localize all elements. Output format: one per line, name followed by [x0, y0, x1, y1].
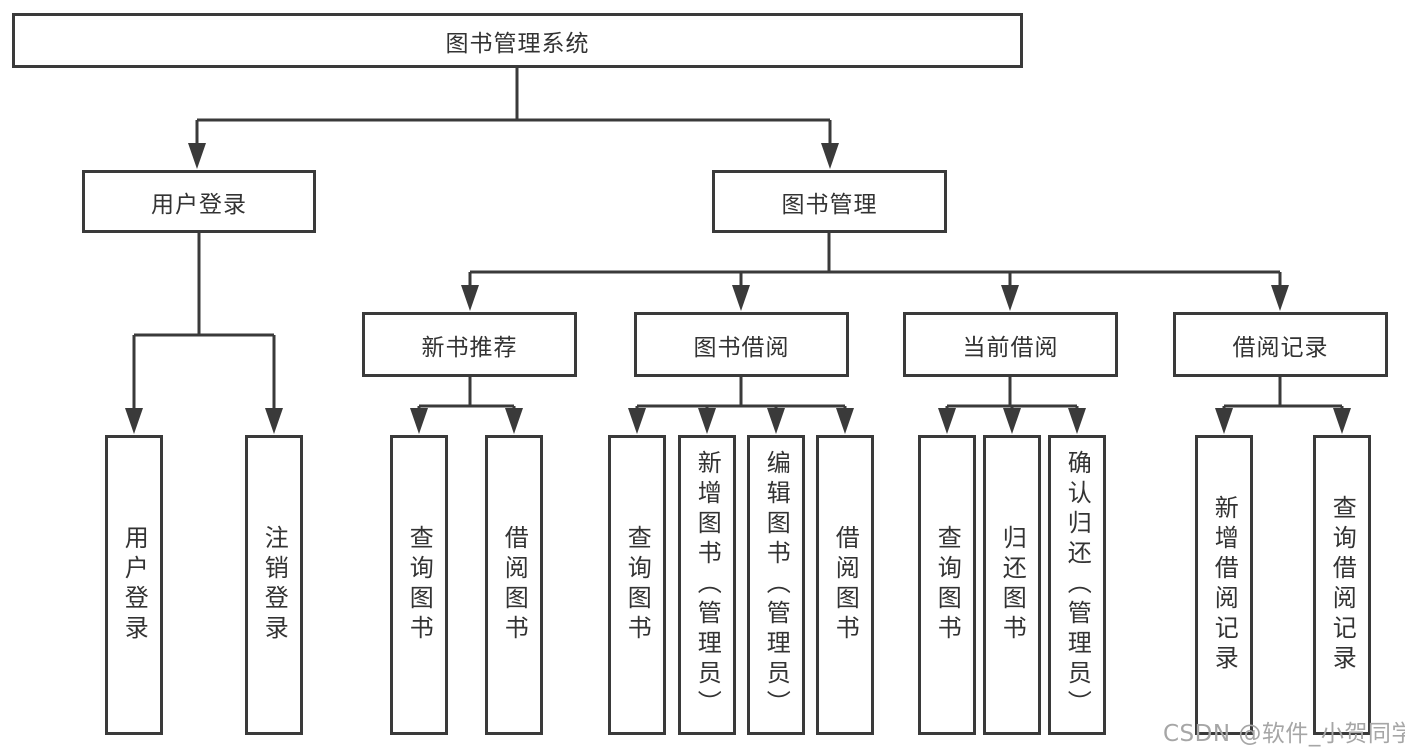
node-root: 图书管理系统: [12, 13, 1023, 68]
leaf-add-books-admin: 新增图书（管理员）: [678, 435, 736, 735]
connector-new-book: [417, 377, 516, 412]
node-current-borrow: 当前借阅: [903, 312, 1118, 377]
connector-current-borrow: [945, 377, 1079, 412]
csdn-watermark: CSDN @软件_小贺同学: [1163, 721, 1405, 747]
connector-root: [195, 68, 832, 146]
leaf-borrow-books-2: 借阅图书: [816, 435, 874, 735]
connector-book-borrow: [635, 377, 847, 412]
connector-book-management: [468, 233, 1282, 290]
leaf-query-books-2: 查询图书: [608, 435, 666, 735]
leaf-borrow-books-1: 借阅图书: [485, 435, 543, 735]
leaf-query-borrow-record: 查询借阅记录: [1313, 435, 1371, 735]
leaf-confirm-return-admin: 确认归还（管理员）: [1048, 435, 1106, 735]
node-new-book-recommend: 新书推荐: [362, 312, 577, 377]
leaf-query-books-1: 查询图书: [390, 435, 448, 735]
node-book-management: 图书管理: [712, 170, 947, 233]
connector-user-login: [132, 233, 276, 412]
node-book-borrow: 图书借阅: [634, 312, 849, 377]
node-borrow-records: 借阅记录: [1173, 312, 1388, 377]
node-user-login: 用户登录: [82, 170, 316, 233]
leaf-return-books: 归还图书: [983, 435, 1041, 735]
leaf-user-login: 用户登录: [105, 435, 163, 735]
leaf-add-borrow-record: 新增借阅记录: [1195, 435, 1253, 735]
leaf-query-books-3: 查询图书: [918, 435, 976, 735]
connector-borrow-records: [1222, 377, 1344, 412]
leaf-edit-books-admin: 编辑图书（管理员）: [747, 435, 805, 735]
leaf-logout: 注销登录: [245, 435, 303, 735]
